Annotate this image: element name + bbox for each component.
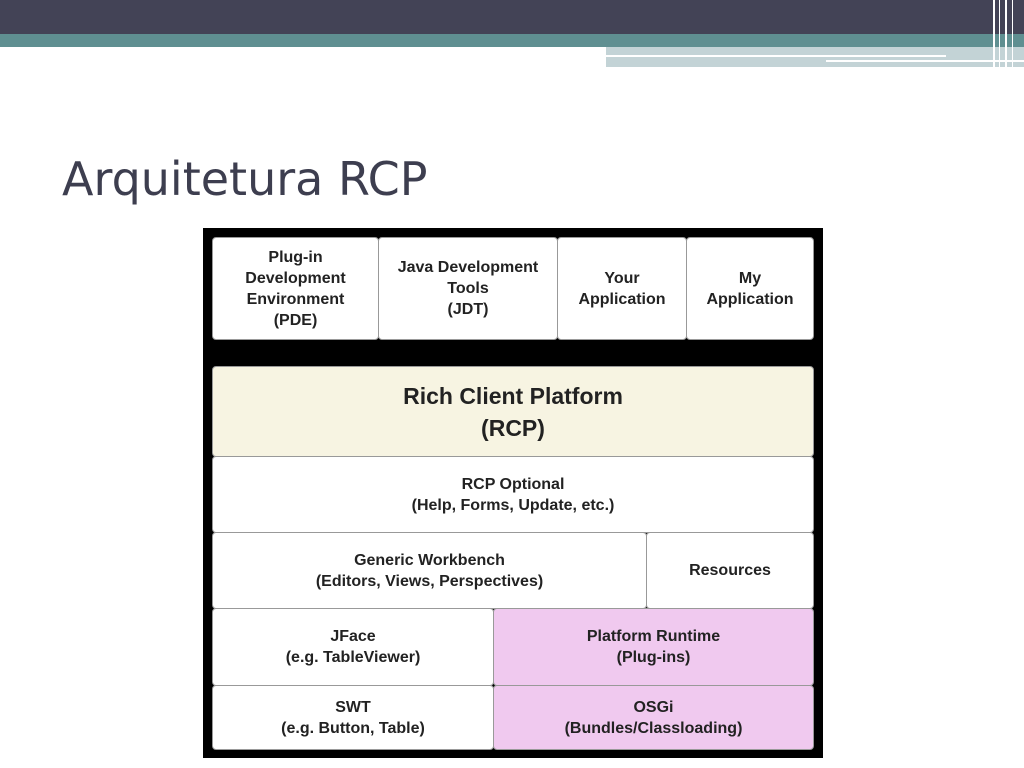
- header-bar-light: [606, 47, 1024, 67]
- box-rcp-line: Rich Client Platform: [403, 382, 623, 409]
- box-rcp-optional: RCP Optional (Help, Forms, Update, etc.): [212, 456, 814, 533]
- box-platform-runtime-line: Platform Runtime: [586, 628, 721, 645]
- box-jdt: Java Development Tools (JDT): [378, 237, 558, 340]
- box-jface-line: (e.g. TableViewer): [285, 649, 421, 666]
- header-vertical-line: [1005, 0, 1007, 68]
- architecture-diagram: Plug-in Development Environment (PDE) Ja…: [203, 228, 823, 758]
- header-bar-teal: [0, 34, 1024, 47]
- box-rcp-optional-line: (Help, Forms, Update, etc.): [411, 496, 615, 514]
- box-osgi-line: (Bundles/Classloading): [564, 719, 743, 737]
- box-pde-line: Environment: [246, 290, 345, 308]
- box-jdt-line: Java Development: [397, 259, 539, 276]
- header-line: [606, 55, 946, 57]
- box-osgi-line: OSGi: [633, 698, 674, 716]
- box-pde-line: (PDE): [273, 311, 318, 329]
- box-rich-client-platform: Rich Client Platform (RCP): [212, 366, 814, 457]
- header-vertical-line: [999, 0, 1000, 68]
- box-generic-workbench-line: Generic Workbench: [354, 551, 505, 569]
- box-resources-line: Resources: [689, 562, 771, 579]
- header-bar-dark: [0, 0, 1024, 34]
- box-jdt-line: Tools: [447, 280, 489, 297]
- box-platform-runtime-line: (Plug-ins): [616, 649, 691, 666]
- box-rcp-line: (RCP): [481, 414, 545, 441]
- box-your-application-line: Your: [604, 269, 640, 287]
- box-generic-workbench-line: (Editors, Views, Perspectives): [315, 572, 544, 590]
- slide-title: Arquitetura RCP: [62, 152, 428, 206]
- box-pde-line: Development: [245, 269, 346, 287]
- box-resources: Resources: [646, 532, 814, 609]
- box-your-application: Your Application: [557, 237, 687, 340]
- header-line: [826, 60, 1024, 62]
- box-my-application-line: My: [738, 269, 762, 287]
- box-your-application-line: Application: [578, 290, 666, 308]
- box-rcp-optional-line: RCP Optional: [461, 475, 565, 493]
- box-pde-line: Plug-in: [268, 248, 323, 266]
- box-osgi: OSGi (Bundles/Classloading): [493, 685, 814, 750]
- header-vertical-line: [993, 0, 995, 68]
- box-swt-line: SWT: [335, 698, 371, 716]
- box-jdt-line: (JDT): [447, 301, 489, 318]
- box-swt-line: (e.g. Button, Table): [281, 719, 425, 737]
- box-jface: JFace (e.g. TableViewer): [212, 608, 494, 686]
- box-platform-runtime: Platform Runtime (Plug-ins): [493, 608, 814, 686]
- header-vertical-line: [1012, 0, 1013, 68]
- box-swt: SWT (e.g. Button, Table): [212, 685, 494, 750]
- box-jface-line: JFace: [330, 628, 376, 645]
- box-my-application-line: Application: [706, 290, 794, 308]
- box-generic-workbench: Generic Workbench (Editors, Views, Persp…: [212, 532, 647, 609]
- box-my-application: My Application: [686, 237, 814, 340]
- box-pde: Plug-in Development Environment (PDE): [212, 237, 379, 340]
